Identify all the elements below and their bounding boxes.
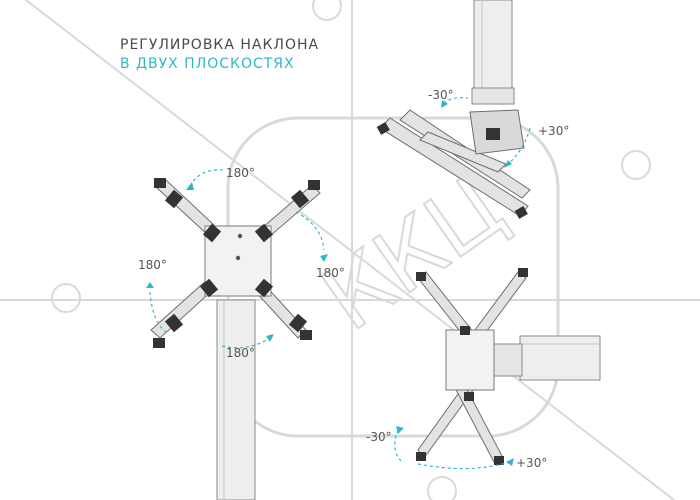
arc-left (149, 291, 169, 335)
clamp-icon (460, 326, 470, 335)
angle-label-tilt-bottom-left: -30° (366, 430, 392, 444)
angle-label-front-left: 180° (138, 258, 167, 272)
arrow-icon (266, 334, 274, 342)
angle-label-tilt-top-left: -30° (428, 88, 454, 102)
clamp-icon (199, 278, 219, 298)
ceiling-arcs (394, 429, 511, 470)
front-view-mount (146, 169, 328, 500)
heading-line-2: В ДВУХ ПЛОСКОСТЯХ (120, 56, 295, 72)
clamp-icon (154, 178, 166, 188)
ceiling-arm (453, 379, 503, 463)
clamp-icon (254, 278, 274, 298)
tilt-clamps (376, 122, 528, 219)
arc-ceiling-left (394, 429, 403, 463)
arrow-icon (441, 100, 448, 108)
plate-hole (235, 255, 241, 261)
watermark-circle-right (621, 150, 651, 180)
clamp-icon (254, 223, 274, 243)
clamp-icon (518, 268, 528, 277)
mount-pole (216, 299, 256, 500)
arc-arrowheads (146, 182, 328, 342)
clamp-icon (494, 456, 504, 465)
rotation-arcs (149, 169, 325, 349)
heading: РЕГУЛИРОВКА НАКЛОНА В ДВУХ ПЛОСКОСТЯХ (120, 36, 319, 74)
watermark-circle-top (312, 0, 342, 21)
clamp-icon (486, 128, 500, 140)
clamp-icon (164, 189, 184, 209)
pole-joint (471, 87, 515, 105)
angle-label-front-right: 180° (316, 266, 345, 280)
arrow-icon (146, 282, 154, 288)
ceiling-mount (394, 268, 601, 470)
tilt-arm (379, 117, 529, 217)
heading-line-1: РЕГУЛИРОВКА НАКЛОНА (120, 37, 320, 53)
side-tilt-mount (376, 0, 531, 219)
clamp-icon (290, 189, 310, 209)
angle-label-front-top: 180° (226, 166, 255, 180)
arrow-icon (506, 458, 514, 466)
arc-bottom (221, 337, 271, 349)
ceiling-pole (473, 0, 513, 89)
plate-hole (237, 233, 243, 239)
clamp-icon (308, 180, 320, 190)
arc-right (295, 211, 325, 251)
clamp-icon (202, 223, 222, 243)
arrow-icon (186, 182, 194, 190)
tilt-arrowheads (441, 100, 512, 168)
angle-label-tilt-bottom-right: +30° (516, 456, 548, 470)
arrow-icon (396, 426, 404, 434)
horizontal-pole (519, 335, 601, 381)
clamp-icon (376, 122, 390, 135)
clamp-icon (464, 392, 474, 401)
angle-label-front-bottom: 180° (226, 346, 255, 360)
clamp-icon (288, 313, 308, 333)
ceiling-arrowheads (396, 426, 514, 466)
watermark-circle-bottom (427, 476, 457, 500)
arrow-icon (504, 160, 512, 168)
clamp-icon (416, 272, 426, 281)
watermark-circle-left (51, 283, 81, 313)
arc-ceiling-bottom (417, 461, 511, 470)
mount-clamps (153, 178, 320, 348)
arc-top-left (189, 169, 225, 187)
clamp-icon (514, 206, 528, 219)
ceiling-clamps (416, 268, 528, 465)
ceiling-plate (445, 329, 495, 391)
tilt-arms (379, 109, 531, 217)
clamp-icon (153, 338, 165, 348)
angle-label-tilt-top-right: +30° (538, 124, 570, 138)
clamp-icon (164, 313, 184, 333)
arrow-icon (320, 254, 328, 262)
clamp-icon (416, 452, 426, 461)
clamp-icon (300, 330, 312, 340)
